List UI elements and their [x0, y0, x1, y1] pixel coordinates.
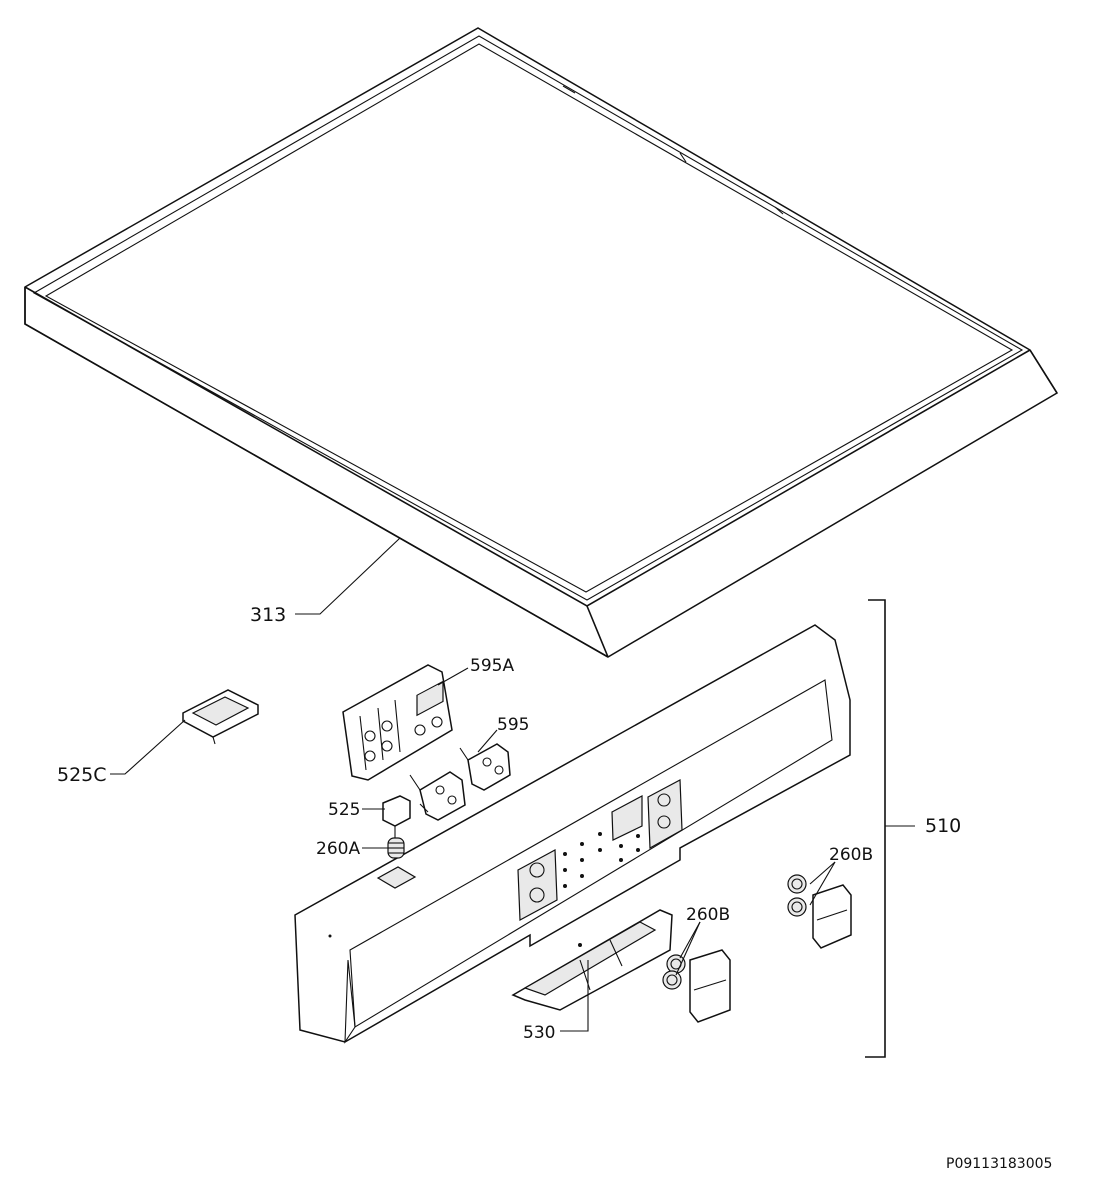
label-260a: 260A: [316, 839, 360, 859]
bracket-a-part: [342, 664, 453, 781]
spring-b-middle-part: [662, 949, 731, 1023]
slider-part: [511, 909, 673, 1011]
indicator-dots: [563, 832, 640, 888]
label-525c: 525C: [57, 764, 107, 786]
label-313: 313: [250, 604, 286, 626]
leader-lines: [110, 537, 915, 1058]
knob-part: [382, 795, 411, 838]
label-260b-middle: 260B: [686, 905, 730, 925]
label-525: 525: [328, 800, 360, 820]
label-595a: 595A: [470, 656, 514, 676]
control-panel-part: [294, 624, 851, 1044]
lid-part: [24, 27, 1059, 658]
label-595: 595: [497, 715, 529, 735]
label-530: 530: [523, 1023, 555, 1043]
spring-a-part: [387, 837, 405, 859]
drawing-code: P09113183005: [946, 1156, 1052, 1172]
cover-part: [182, 689, 259, 745]
bracket-part: [409, 743, 511, 821]
label-260b-right: 260B: [829, 845, 873, 865]
spring-b-right-part: [787, 874, 852, 949]
label-510: 510: [925, 815, 961, 837]
